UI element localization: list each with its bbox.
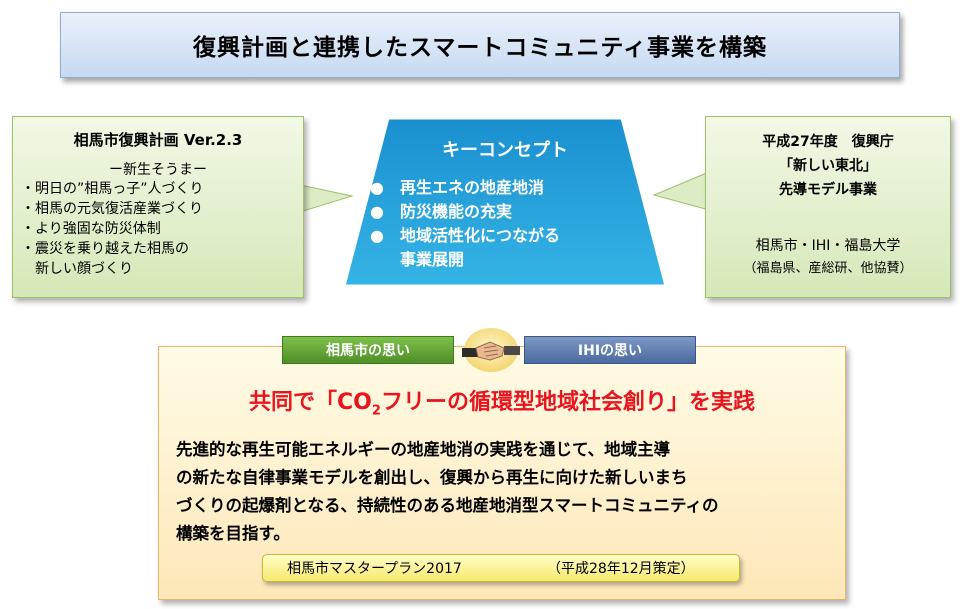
model-project-line3: 先導モデル事業 [779,182,877,198]
reconstruction-plan-subtitle: ー新生そうまー [109,162,207,178]
master-plan-name: 相馬市マスタープラン2017 [287,561,462,577]
description-line: 先進的な再生可能エネルギーの地産地消の実践を通じて、地域主導 [176,440,671,459]
page-title: 復興計画と連携したスマートコミュニティ事業を構築 [193,35,767,61]
model-project-line2: 「新しい東北」 [779,158,877,174]
list-item: 新しい顔づくり [21,261,133,277]
list-item: ●再生エネの地産地消 [370,176,560,200]
key-concept-shape [342,116,668,288]
list-item: ・明日の”相馬っ子”人づくり [21,181,204,197]
bullet-icon: ● [370,178,384,197]
handshake-icon [462,328,520,372]
model-project-box: 平成27年度 復興庁 「新しい東北」 先導モデル事業 相馬市・IHI・福島大学 … [705,116,951,298]
initiative-description: 先進的な再生可能エネルギーの地産地消の実践を通じて、地域主導 の新たな自律事業モ… [176,436,836,548]
list-item: ・より強固な防災体制 [21,221,161,237]
key-concept-list: ●再生エネの地産地消 ●防災機能の充実 ●地域活性化につながる 事業展開 [370,176,560,272]
description-line: 構築を目指す。 [176,524,290,543]
soma-city-tab: 相馬市の思い [282,336,454,364]
list-item: 事業展開 [400,250,465,269]
participating-orgs: 相馬市・IHI・福島大学 [755,238,901,254]
ihi-tab: IHIの思い [524,336,696,364]
bullet-icon: ● [370,202,384,221]
list-item: ・相馬の元気復活産業づくり [21,201,203,217]
key-concept-title: キーコンセプト [442,140,568,161]
description-line: の新たな自律事業モデルを創出し、復興から再生に向けた新しいまち [176,468,688,487]
model-project-line1: 平成27年度 復興庁 [762,134,894,150]
bullet-icon: ● [370,226,384,245]
reconstruction-plan-title: 相馬市復興計画 Ver.2.3 [73,131,243,149]
list-item: ・震災を乗り越えた相馬の [21,241,189,257]
reconstruction-plan-box: 相馬市復興計画 Ver.2.3 ー新生そうまー ・明日の”相馬っ子”人づくり ・… [12,116,304,298]
description-line: づくりの起爆剤となる、持続性のある地産地消型スマートコミュニティの [176,496,719,515]
master-plan-date: （平成28年12月策定） [547,561,695,577]
title-banner: 復興計画と連携したスマートコミュニティ事業を構築 [60,12,900,78]
list-item: ●地域活性化につながる [370,224,560,248]
list-item: ●防災機能の充実 [370,200,560,224]
reconstruction-plan-list: ・明日の”相馬っ子”人づくり ・相馬の元気復活産業づくり ・より強固な防災体制 … [21,179,204,279]
supporting-orgs: （福島県、産総研、他協賛） [743,261,913,276]
master-plan-label: 相馬市マスタープラン2017 （平成28年12月策定） [262,554,740,582]
initiative-headline: 共同で「CO2フリーの循環型地域社会創り」を実践 [249,390,755,419]
